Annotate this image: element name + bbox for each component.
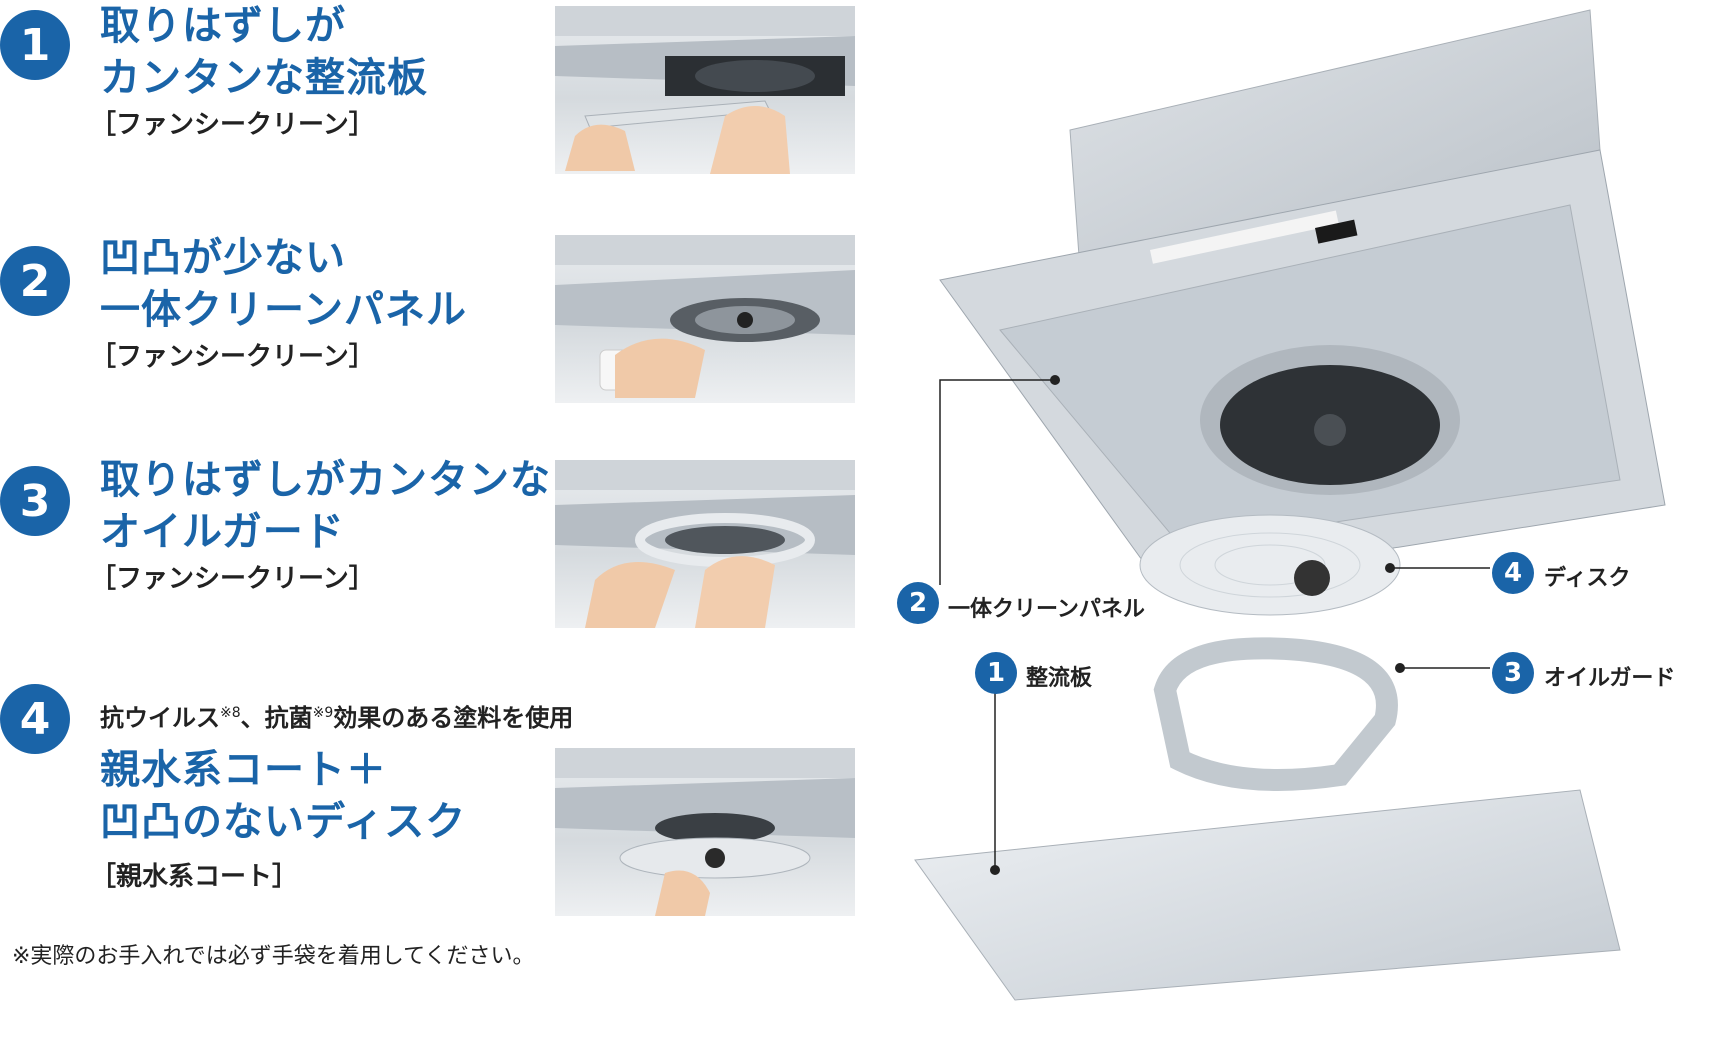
feature-2-title-line-2: 一体クリーンパネル <box>100 287 467 333</box>
feature-1-tag: ［ファンシークリーン］ <box>90 110 375 140</box>
hand-cleaning-photo <box>555 748 855 916</box>
feature-1-title-line-1: 取りはずしが <box>100 3 346 49</box>
feature-4-footnote-ref-8: ※8 <box>220 705 241 721</box>
feature-4-footnote-ref-9: ※9 <box>312 705 334 721</box>
feature-2-tag: ［ファンシークリーン］ <box>90 342 375 372</box>
footnote: ※実際のお手入れでは必ず手袋を着用してください。 <box>12 944 535 969</box>
feature-4-subnote-part-3: 効果のある塗料を使用 <box>333 704 574 732</box>
feature-4-subnote: 抗ウイルス※8、抗菌※9効果のある塗料を使用 <box>100 698 573 733</box>
diagram-label-4-text: ディスク <box>1544 566 1631 591</box>
feature-1-photo <box>555 6 855 174</box>
diagram-label-3-text: オイルガード <box>1544 666 1676 691</box>
hand-cleaning-photo <box>555 460 855 628</box>
feature-3-tag: ［ファンシークリーン］ <box>90 564 375 594</box>
feature-3-title-line-1: 取りはずしがカンタンな <box>100 457 551 503</box>
diagram-label-4-badge: 4 <box>1492 552 1534 594</box>
range-hood-exploded-diagram: 2 一体クリーンパネル 4 ディスク 1 整流板 3 オイルガード <box>880 0 1712 1038</box>
feature-1-title-line-2: カンタンな整流板 <box>100 55 428 101</box>
feature-3-number-badge: 3 <box>0 466 70 536</box>
hand-cleaning-photo <box>555 6 855 174</box>
feature-2-number-badge: 2 <box>0 246 70 316</box>
hand-cleaning-photo <box>555 235 855 398</box>
diagram-label-3-badge: 3 <box>1492 652 1534 694</box>
feature-4-subnote-part-2: 、抗菌 <box>240 704 313 732</box>
feature-4-subnote-part-1: 抗ウイルス <box>100 704 220 732</box>
feature-4-number-badge: 4 <box>0 684 70 754</box>
feature-4-tag: ［親水系コート］ <box>90 862 299 892</box>
feature-2-photo <box>555 235 855 403</box>
feature-2-title-line-1: 凹凸が少ない <box>100 235 346 281</box>
feature-2-title: 凹凸が少ない 一体クリーンパネル <box>100 232 467 336</box>
feature-3-title-line-2: オイルガード <box>100 509 345 555</box>
diagram-label-2-text: 一体クリーンパネル <box>948 597 1145 622</box>
feature-4-photo <box>555 748 855 916</box>
feature-1-number-badge: 1 <box>0 10 70 80</box>
diagram-label-1-text: 整流板 <box>1026 666 1093 691</box>
diagram-label-2-badge: 2 <box>897 582 939 624</box>
feature-4-title-line-2: 凹凸のないディスク <box>100 799 467 845</box>
feature-3-title: 取りはずしがカンタンな オイルガード <box>100 454 551 558</box>
feature-3-photo <box>555 460 855 628</box>
feature-1-title: 取りはずしが カンタンな整流板 <box>100 0 428 104</box>
feature-4-title: 親水系コート＋ 凹凸のないディスク <box>100 744 466 848</box>
range-hood-exploded-view <box>914 9 1666 1001</box>
diagram-label-1-badge: 1 <box>975 652 1017 694</box>
feature-4-title-line-1: 親水系コート＋ <box>100 747 387 793</box>
